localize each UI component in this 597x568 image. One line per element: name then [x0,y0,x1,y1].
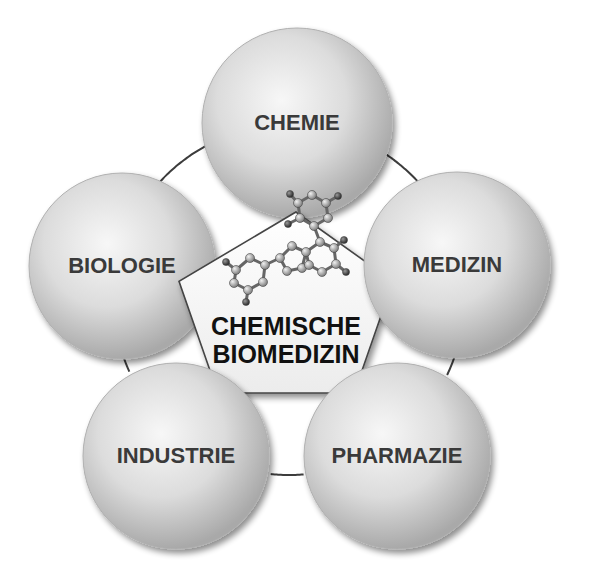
circle-shape [304,363,490,549]
discipline-label: PHARMAZIE [332,444,463,469]
circle-shape [29,173,215,359]
discipline-circle: CHEMIE [201,27,393,219]
discipline-circle: INDUSTRIE [82,362,270,550]
discipline-circle: MEDIZIN [363,171,551,359]
discipline-circle: PHARMAZIE [303,362,491,550]
ring-connector [158,145,207,184]
circle-shape [83,363,269,549]
discipline-label: CHEMIE [254,111,340,136]
ring-connector [271,473,304,476]
center-title: CHEMISCHE BIOMEDIZIN [202,312,370,368]
circle-shape [202,28,392,218]
pentagon-shape [179,212,393,393]
ring-connector [385,153,420,183]
circle-shape [364,172,550,358]
discipline-circle: BIOLOGIE [28,172,216,360]
discipline-label: BIOLOGIE [68,254,176,279]
center-pentagon: CHEMISCHE BIOMEDIZIN [176,208,396,396]
discipline-label: MEDIZIN [412,253,502,278]
discipline-label: INDUSTRIE [117,444,236,469]
